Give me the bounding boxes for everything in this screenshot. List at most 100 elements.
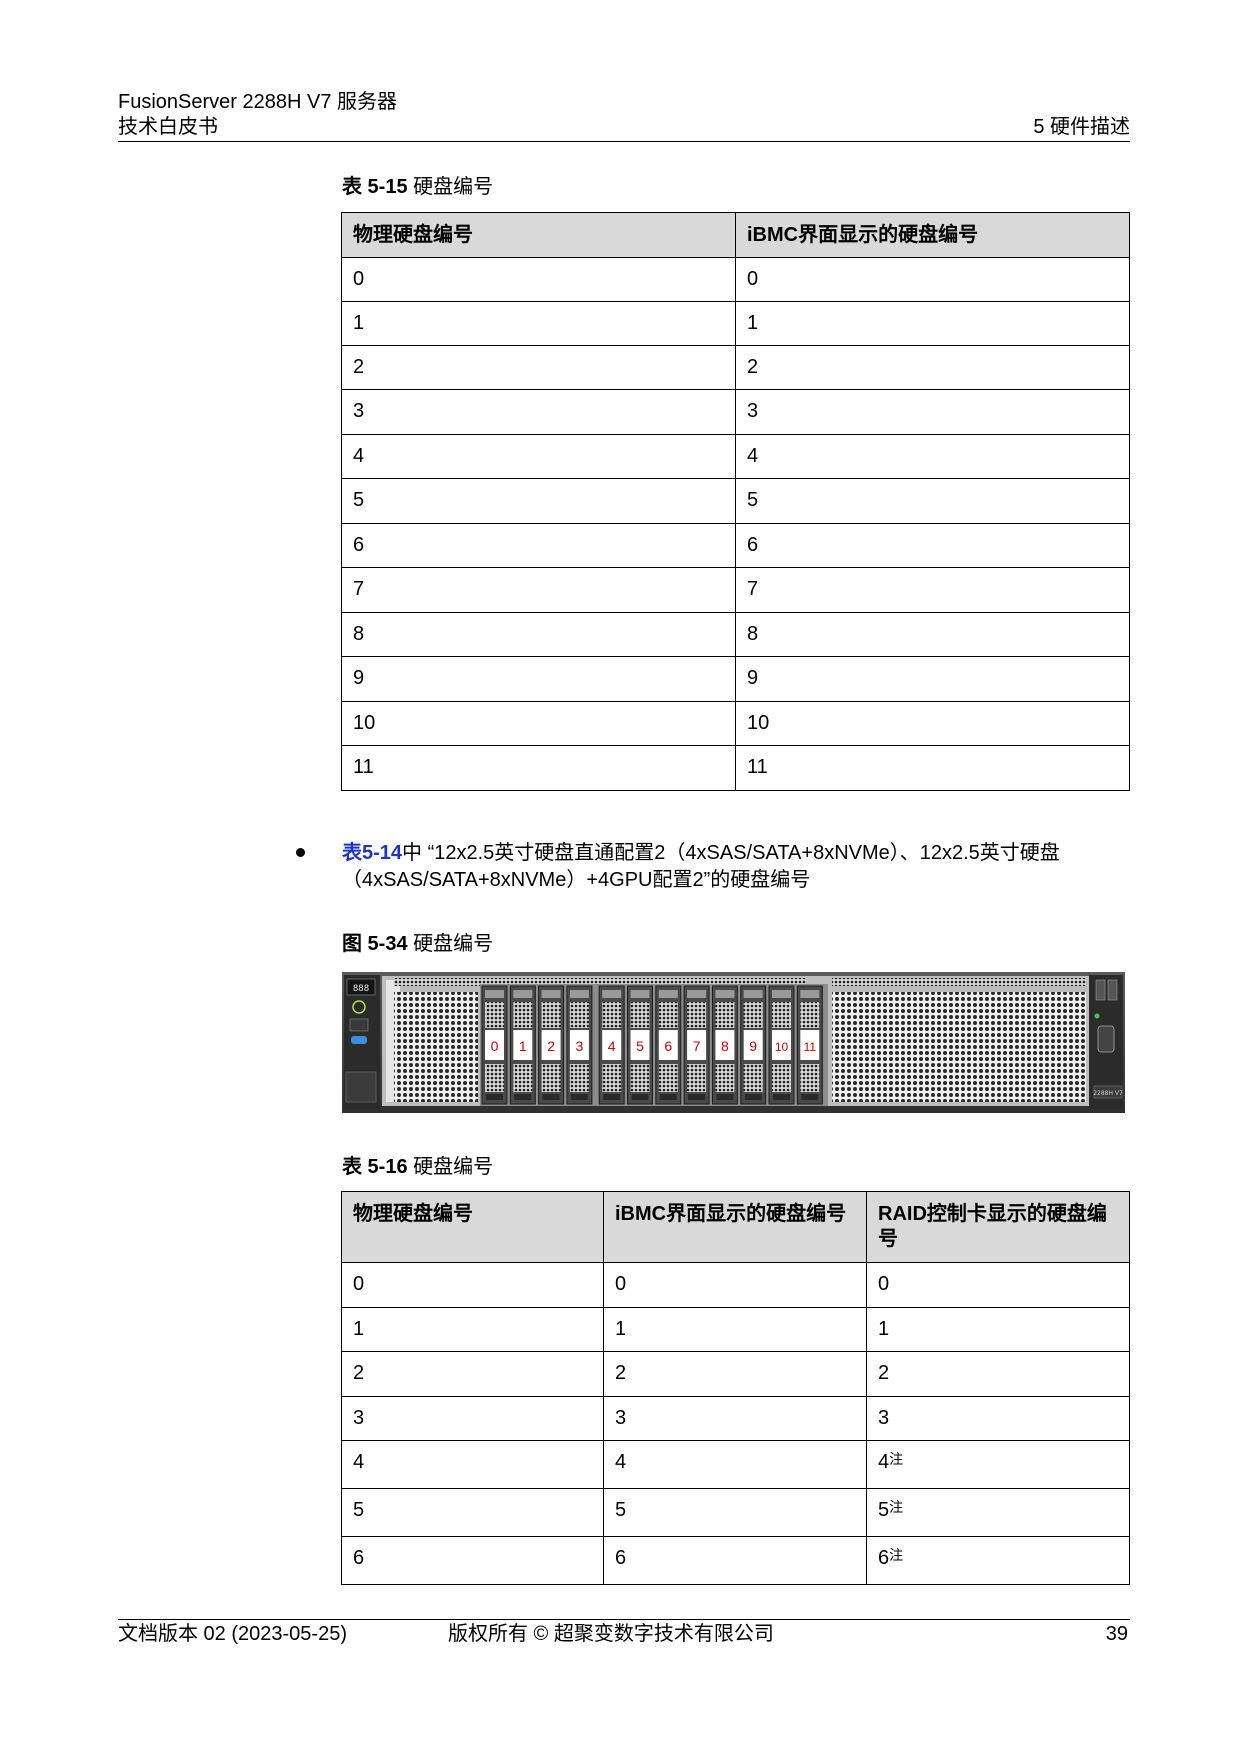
table2-caption: 表 5-16 硬盘编号: [342, 1155, 493, 1179]
table-cell: 6: [735, 523, 1130, 568]
drive-slot-label: 10: [775, 1040, 789, 1054]
table1-caption-label: 表 5-15: [342, 176, 408, 198]
table-cell: 2: [735, 345, 1130, 390]
figure-caption-title: 硬盘编号: [413, 933, 494, 955]
table-cell: 4: [341, 434, 736, 479]
table-cell: 1: [866, 1307, 1130, 1352]
drive-label-plate: [715, 1030, 735, 1060]
drive-led-strip: [800, 990, 820, 998]
drive-vent-top: [800, 1002, 820, 1028]
drive-led-strip: [602, 990, 622, 998]
table1-caption-title: 硬盘编号: [413, 176, 494, 198]
note-mark: 注: [889, 1451, 904, 1467]
drive-slot-label: 3: [576, 1038, 584, 1054]
table-cell-value: 6: [878, 1547, 890, 1569]
drive-slot-label: 8: [721, 1038, 729, 1054]
drive-vent-top: [569, 1002, 589, 1028]
drive-label-plate: [772, 1030, 791, 1060]
table-cell: 2: [866, 1351, 1130, 1397]
table-cell: 3: [735, 389, 1130, 435]
drive-label-plate: [602, 1030, 622, 1060]
indicator-leds: [349, 1018, 369, 1032]
bullet-marker: [296, 848, 305, 857]
usb-port-icon: [1107, 979, 1118, 1001]
table-cell-value: 5: [878, 1499, 890, 1521]
drive-vent-bottom: [630, 1064, 650, 1092]
drive-latch: [542, 1094, 560, 1100]
figure-caption: 图 5-34 硬盘编号: [342, 932, 493, 956]
header-product: FusionServer 2288H V7 服务器: [118, 91, 398, 113]
header-divider: [118, 141, 1130, 142]
header-chapter: 5 硬件描述: [1033, 116, 1130, 138]
table-cell: 1: [603, 1307, 867, 1352]
left-honeycomb-vent: [394, 992, 478, 1102]
note-mark: 注: [889, 1499, 904, 1515]
table-cell: 0: [341, 257, 736, 302]
table-cell: 10: [735, 701, 1130, 746]
footer-page-number: 39: [1105, 1623, 1128, 1645]
drive-slot-label: 6: [664, 1038, 672, 1054]
table-cell: 0: [603, 1262, 867, 1308]
table-cell: 11: [341, 745, 736, 791]
table-cell: 6: [603, 1536, 867, 1585]
table-cell: 1: [341, 301, 736, 346]
table-cell: 1: [341, 1307, 604, 1352]
drive-vent-top: [630, 1002, 650, 1028]
right-honeycomb-vent: [832, 992, 1086, 1102]
note-mark: 注: [889, 1547, 904, 1563]
drive-slot-label: 11: [804, 1040, 817, 1054]
figure-caption-label: 图 5-34: [342, 933, 408, 955]
table-cell: 2: [341, 1351, 604, 1397]
table-cell: 2: [341, 345, 736, 390]
table-cell: 5注: [866, 1488, 1130, 1537]
table1-header-physical: 物理硬盘编号: [341, 212, 736, 258]
footer-version: 文档版本 02 (2023-05-25): [118, 1623, 347, 1645]
drive-led-strip: [658, 990, 678, 998]
drive-latch: [603, 1094, 621, 1100]
table-cell: 11: [735, 745, 1130, 791]
table2-header-ibmc: iBMC界面显示的硬盘编号: [603, 1191, 867, 1263]
drive-latch: [801, 1094, 819, 1100]
pull-tab: [345, 1071, 377, 1103]
top-vent-strip: [394, 978, 806, 986]
drive-vent-top: [715, 1002, 735, 1028]
drive-vent-top: [772, 1002, 791, 1028]
drive-label-plate: [485, 1030, 504, 1060]
drive-slot-label: 0: [491, 1038, 499, 1054]
drive-vent-bottom: [687, 1064, 707, 1092]
drive-slot-label: 4: [608, 1038, 616, 1054]
table-cell: 9: [735, 656, 1130, 702]
vga-port-icon: [1097, 1025, 1115, 1053]
drive-vent-top: [513, 1002, 533, 1028]
drive-label-plate: [513, 1030, 533, 1060]
table-cell: 1: [735, 301, 1130, 346]
drive-vent-top: [687, 1002, 707, 1028]
table-cell: 7: [341, 567, 736, 613]
drive-label-plate: [687, 1030, 707, 1060]
table-5-14-link[interactable]: 表5-14: [342, 842, 403, 864]
table-cell: 4: [735, 434, 1130, 479]
drive-latch: [486, 1094, 503, 1100]
drive-label-plate: [800, 1030, 820, 1060]
drive-vent-bottom: [772, 1064, 791, 1092]
drive-led-strip: [687, 990, 707, 998]
table1-header-row: 物理硬盘编号 iBMC界面显示的硬盘编号: [341, 212, 1130, 258]
drive-latch: [716, 1094, 734, 1100]
drive-latch: [659, 1094, 677, 1100]
status-display: [346, 978, 376, 996]
model-badge: [1093, 1085, 1123, 1099]
